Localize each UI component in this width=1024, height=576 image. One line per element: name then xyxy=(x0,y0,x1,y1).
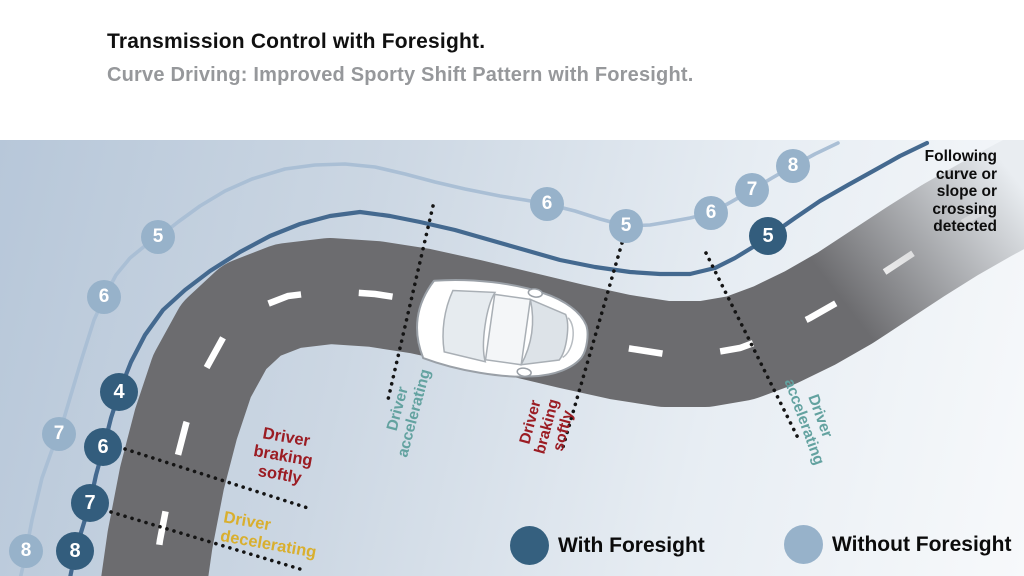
diagram-canvas: 5 6 7 8 6 5 6 7 8 4 6 7 8 5 Driver accel… xyxy=(0,140,1024,576)
note-line: crossing xyxy=(932,200,997,218)
legend-without-foresight: Without Foresight xyxy=(784,525,1011,564)
gear-badge-without: 6 xyxy=(530,187,564,221)
gear-badge-without: 5 xyxy=(609,209,643,243)
legend-dot-with-foresight xyxy=(510,526,549,565)
legend-with-foresight: With Foresight xyxy=(510,526,705,565)
gear-badge-with: 4 xyxy=(100,373,138,411)
gear-badge-with: 6 xyxy=(84,428,122,466)
note-line: slope or xyxy=(936,183,997,200)
gear-badge-without: 8 xyxy=(776,149,810,183)
page-title: Transmission Control with Foresight. xyxy=(107,30,486,53)
gear-badge-without: 7 xyxy=(42,417,76,451)
gear-badge-with: 8 xyxy=(56,532,94,570)
car-hood xyxy=(562,317,574,359)
note-line: curve or xyxy=(935,165,997,183)
gear-badge-without: 5 xyxy=(141,220,175,254)
legend-dot-without-foresight xyxy=(784,525,823,564)
diagram-graphics xyxy=(18,140,1024,576)
legend-label: With Foresight xyxy=(558,533,705,557)
legend-label: Without Foresight xyxy=(832,532,1012,556)
car-windshield xyxy=(519,298,569,366)
car-top-view xyxy=(415,279,589,378)
detection-note: Following curve or slope or crossing det… xyxy=(925,148,997,236)
car-mirror-right xyxy=(516,367,532,378)
gear-badge-without: 6 xyxy=(87,280,121,314)
note-line: detected xyxy=(933,218,997,235)
note-line: Following xyxy=(924,148,997,165)
dotted-guide-accelerating-mid xyxy=(385,204,435,406)
car-roof xyxy=(484,293,532,366)
car-rear-window xyxy=(442,289,497,363)
dotted-guide-braking-mid xyxy=(561,241,624,449)
gear-badge-without: 6 xyxy=(694,196,728,230)
gear-badge-without: 8 xyxy=(9,534,43,568)
car-mirror-left xyxy=(527,288,544,298)
gear-badge-with: 7 xyxy=(71,484,109,522)
header: Transmission Control with Foresight. Cur… xyxy=(107,30,694,87)
gear-badge-without: 7 xyxy=(735,173,769,207)
page-subtitle: Curve Driving: Improved Sporty Shift Pat… xyxy=(107,64,694,86)
dotted-guide-accelerating-right xyxy=(704,251,800,440)
gear-badge-with: 5 xyxy=(749,217,787,255)
